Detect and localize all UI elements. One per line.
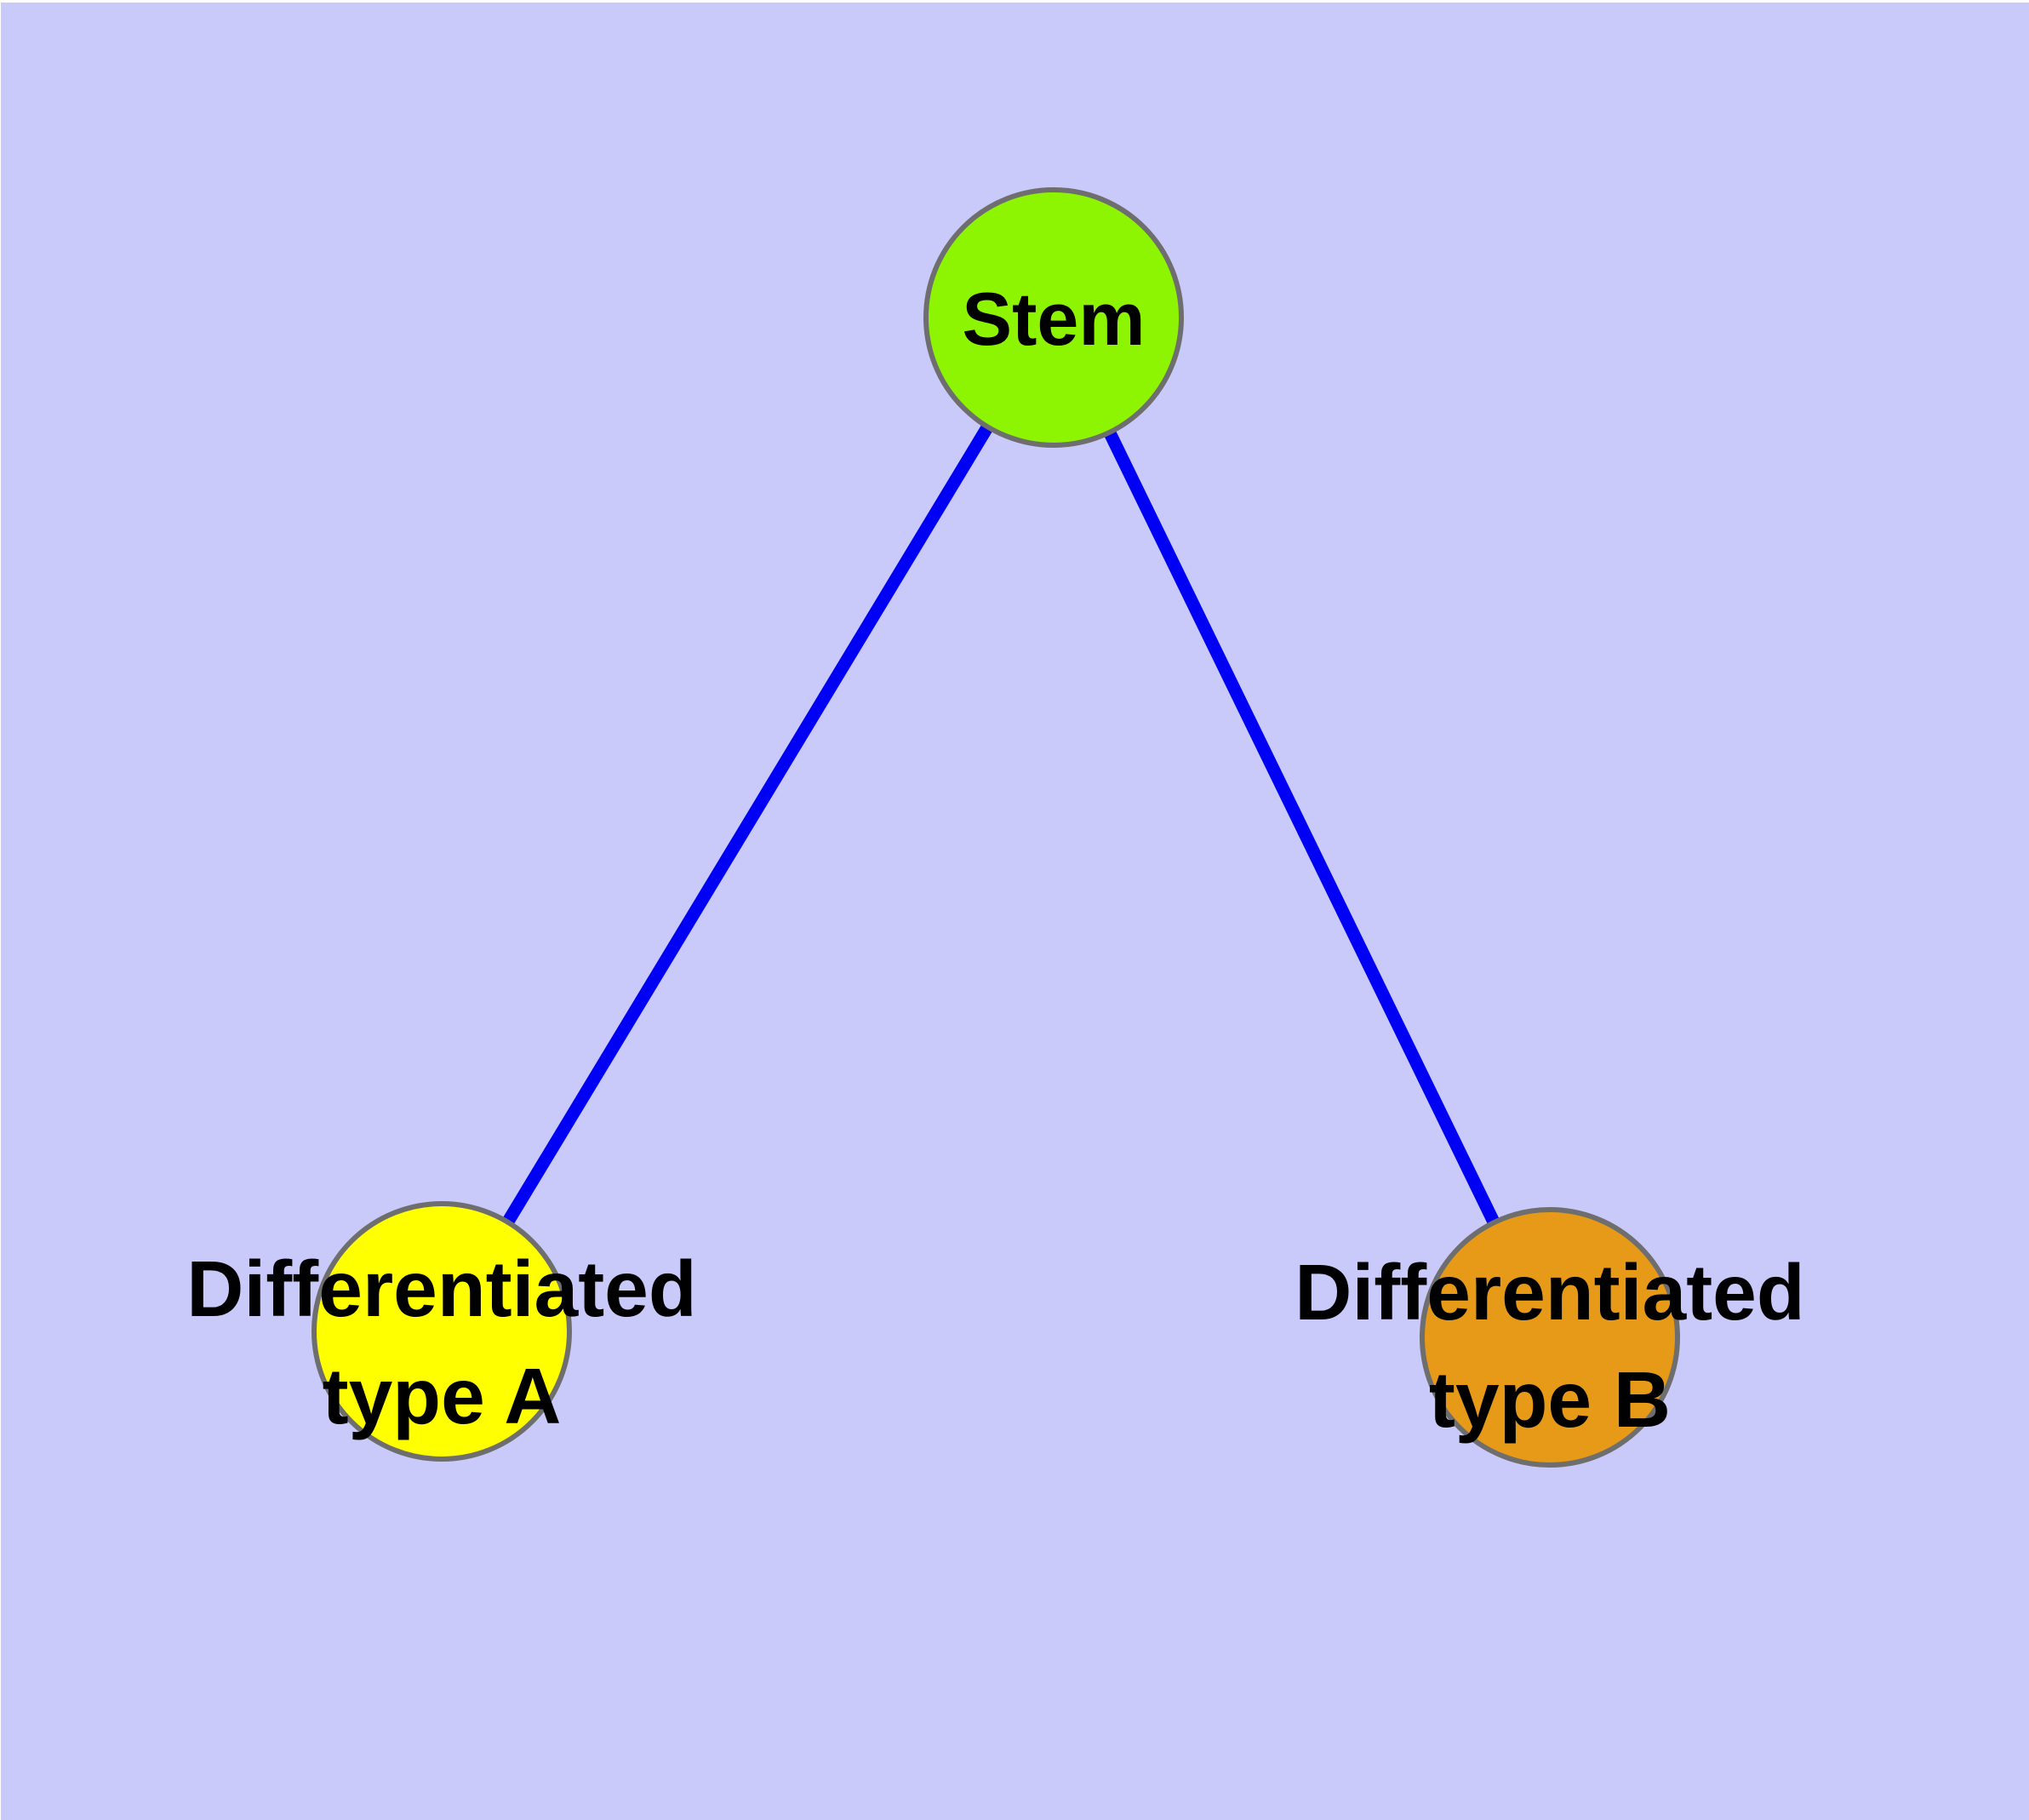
edge-stem-to-type-b xyxy=(1048,314,1556,1341)
node-type-a-label-line2: type A xyxy=(323,1352,562,1440)
node-type-b-label-line1: Differentiated xyxy=(1295,1248,1804,1336)
node-differentiated-type-a xyxy=(311,1201,572,1462)
node-stem xyxy=(923,187,1184,448)
node-differentiated-type-b xyxy=(1420,1207,1680,1468)
node-type-b-label-line2: type B xyxy=(1429,1355,1671,1444)
edge-stem-to-type-a xyxy=(436,314,1060,1335)
node-stem-label: Stem xyxy=(962,277,1145,361)
node-type-a-label-line1: Differentiated xyxy=(186,1245,696,1333)
